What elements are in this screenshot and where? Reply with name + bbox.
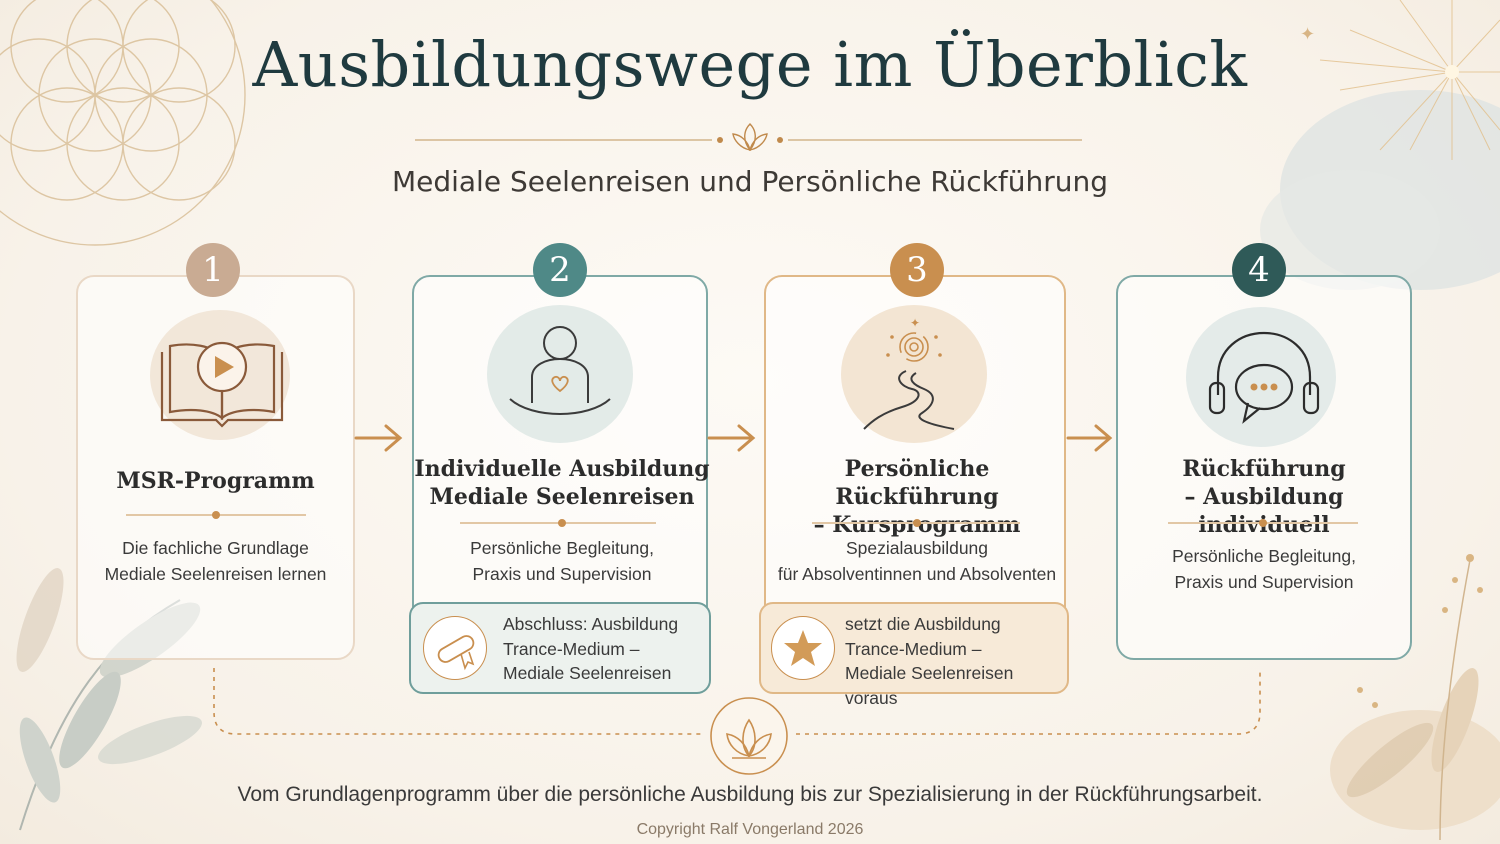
step-number-1: 1 xyxy=(186,243,240,297)
step-card-4: Rückführung – Ausbildung individuell Per… xyxy=(1116,275,1412,660)
prerequisite-note: setzt die Ausbildung Trance-Medium – Med… xyxy=(759,602,1069,708)
diploma-scroll-icon xyxy=(437,635,475,671)
step-title: MSR-Programm xyxy=(116,468,315,494)
step-description: Persönliche Begleitung, Praxis und Super… xyxy=(470,538,654,584)
arrow-right-icon xyxy=(1066,424,1113,452)
note-line: Mediale Seelenreisen voraus xyxy=(845,663,1014,708)
step-description: Persönliche Begleitung, Praxis und Super… xyxy=(1172,546,1356,592)
person-heart-icon xyxy=(509,326,611,415)
step-card-3: ✦ Persönliche Rückführung – Kursprogramm… xyxy=(764,275,1066,640)
note-line: Trance-Medium – xyxy=(503,638,640,659)
completion-note: Abschluss: Ausbildung Trance-Medium – Me… xyxy=(409,602,711,694)
flower-of-life-ornament xyxy=(0,0,246,246)
sunburst-ornament xyxy=(1319,0,1500,160)
step-description: Die fachliche Grundlage Mediale Seelenre… xyxy=(104,538,327,584)
svg-text:✦: ✦ xyxy=(910,317,920,330)
copyright-text: Copyright Ralf Vongerland 2026 xyxy=(636,821,864,838)
star-icon xyxy=(784,630,822,666)
spiral-path-icon: ✦ xyxy=(863,317,955,430)
page-title: Ausbildungswege im Überblick xyxy=(252,28,1248,101)
arrow-right-icon xyxy=(707,424,756,452)
note-line: Abschluss: Ausbildung xyxy=(503,614,679,634)
headphones-chat-icon xyxy=(1208,331,1320,424)
footer-summary: Vom Grundlagenprogramm über die persönli… xyxy=(237,783,1263,806)
step-card-1: MSR-Programm Die fachliche Grundlage Med… xyxy=(76,275,355,660)
bottom-dashed-connector xyxy=(213,668,1261,735)
title-divider xyxy=(415,123,1082,152)
note-line: Mediale Seelenreisen xyxy=(503,663,672,683)
step-number-3: 3 xyxy=(890,243,944,297)
step-title: Individuelle Ausbildung Mediale Seelenre… xyxy=(414,456,710,510)
step-title: Persönliche Rückführung – Kursprogramm xyxy=(813,456,1021,538)
step-title: Rückführung – Ausbildung individuell xyxy=(1182,456,1346,538)
step-description: Spezialausbildung für Absolventinnen und… xyxy=(777,538,1057,584)
step-number-2: 2 xyxy=(533,243,587,297)
note-line: setzt die Ausbildung xyxy=(845,614,1001,634)
note-line: Trance-Medium – xyxy=(845,638,982,659)
botanical-ornament xyxy=(1330,554,1500,841)
page-subtitle: Mediale Seelenreisen und Persönliche Rüc… xyxy=(391,165,1109,198)
step-number-4: 4 xyxy=(1232,243,1286,297)
arrow-right-icon xyxy=(354,424,403,452)
open-book-play-icon xyxy=(160,341,284,428)
lotus-icon xyxy=(710,697,788,775)
svg-text:✦: ✦ xyxy=(1300,24,1315,45)
